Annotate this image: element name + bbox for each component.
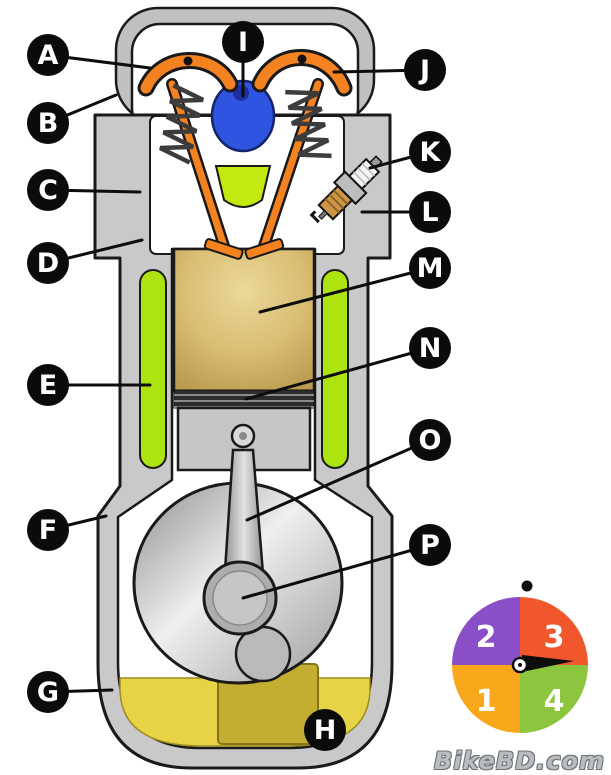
- spark-plug-rib: [352, 171, 367, 186]
- label-g: G: [27, 671, 69, 713]
- dial-segment-4: [520, 665, 588, 733]
- spark-plug-rib: [357, 167, 371, 181]
- label-i: I: [222, 21, 264, 63]
- label-f: F: [27, 509, 69, 551]
- label-k: K: [409, 131, 451, 173]
- spark-plug-ground-strap: [309, 210, 320, 224]
- dial-segment-1: [452, 665, 520, 733]
- intake-valve-head: [203, 238, 244, 260]
- crankshaft: [132, 448, 344, 685]
- exhaust-valve-head: [244, 238, 285, 260]
- rocker-pivot-right: [297, 54, 307, 64]
- dial-top-marker-dot: [521, 580, 533, 592]
- rocker-pivot-left: [183, 56, 193, 66]
- label-n: N: [409, 327, 451, 369]
- dial-number-2: 2: [476, 620, 497, 655]
- valve-spring-left-coil: [159, 83, 205, 165]
- combustion-chamber: [214, 165, 272, 208]
- spark-plug-rib: [361, 162, 376, 177]
- leader-line-n: [244, 346, 432, 401]
- piston: [172, 247, 316, 472]
- label-o: O: [409, 419, 451, 461]
- valve-spring-right-coil: [285, 89, 332, 159]
- intake-valve-stem: [168, 80, 228, 250]
- valve-spring-right: [285, 89, 332, 159]
- coolant-passage-right: [321, 269, 349, 469]
- stroke-cycle-dial: 2 3 1 4: [452, 580, 588, 733]
- rocker-arm-right: [251, 49, 353, 97]
- dial-segment-3: [520, 597, 588, 665]
- exhaust-valve-stem: [260, 80, 322, 250]
- spark-plug-thread-line: [324, 198, 340, 214]
- dial-pivot-center: [518, 663, 522, 667]
- dial-number-4: 4: [544, 684, 565, 719]
- dial-number-1: 1: [476, 684, 497, 719]
- label-d: D: [27, 242, 69, 284]
- leader-line-m: [258, 266, 432, 314]
- piston-rings: [173, 389, 315, 409]
- dial-segment-2: [452, 597, 520, 665]
- exhaust-valve: [244, 78, 324, 260]
- spark-plug-electrode: [318, 210, 328, 220]
- label-p: P: [409, 524, 451, 566]
- label-j: J: [404, 49, 446, 91]
- dial-number-3: 3: [544, 620, 565, 655]
- dial-hand: [522, 655, 574, 672]
- label-c: C: [27, 169, 69, 211]
- crank-pin-inner: [212, 570, 268, 626]
- spark-plug: [309, 155, 383, 224]
- leader-line-p: [241, 543, 432, 600]
- spark-plug-thread-line: [332, 189, 349, 206]
- label-l: L: [409, 191, 451, 233]
- coolant-passage-left: [139, 269, 167, 469]
- label-m: M: [409, 247, 451, 289]
- piston-pin-center: [239, 432, 247, 440]
- piston-crown: [172, 247, 316, 393]
- rocker-arm-left: [137, 52, 239, 97]
- leader-line-o: [245, 438, 432, 522]
- camshaft-center: [233, 85, 249, 101]
- label-a: A: [27, 34, 69, 76]
- watermark-text: BikeBD.com: [434, 747, 605, 775]
- spark-plug-thread-line: [328, 193, 345, 210]
- intake-valve: [166, 78, 244, 260]
- label-h: H: [304, 709, 346, 751]
- label-b: B: [27, 102, 69, 144]
- label-e: E: [27, 364, 69, 406]
- valve-spring-left: [159, 83, 205, 165]
